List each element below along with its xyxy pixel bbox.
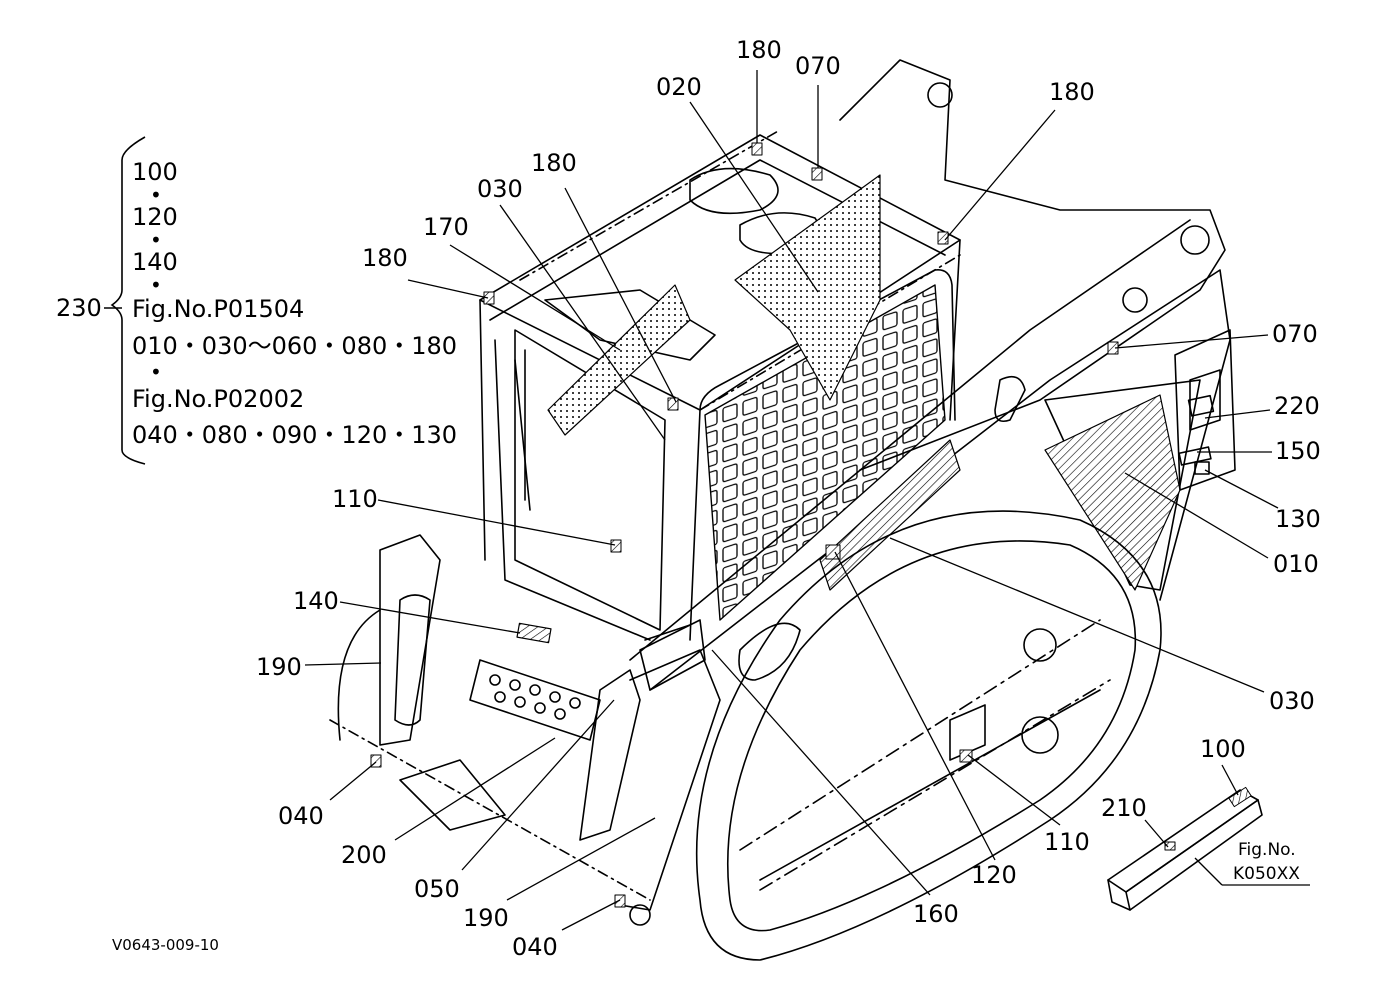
separator-dot: • bbox=[150, 360, 162, 384]
callout-030-right: 030 bbox=[1269, 687, 1315, 715]
decal-030-windshield bbox=[547, 284, 691, 436]
callout-160: 160 bbox=[913, 900, 959, 928]
callout-190-left: 190 bbox=[256, 653, 302, 681]
callout-030-top: 030 bbox=[477, 175, 523, 203]
callout-040-bottom: 040 bbox=[512, 933, 558, 961]
group-item-100: 100 bbox=[132, 158, 178, 186]
separator-dot: • bbox=[150, 228, 162, 252]
callout-070-right: 070 bbox=[1272, 320, 1318, 348]
callout-110-left: 110 bbox=[332, 485, 378, 513]
callout-120: 120 bbox=[971, 861, 1017, 889]
callout-200: 200 bbox=[341, 841, 387, 869]
callout-220: 220 bbox=[1274, 392, 1320, 420]
loader-front bbox=[329, 534, 801, 926]
inset-fig-label: Fig.No. bbox=[1238, 840, 1296, 860]
leader-lines bbox=[304, 70, 1310, 931]
callout-010: 010 bbox=[1273, 550, 1319, 578]
decal-020-roof bbox=[734, 174, 881, 401]
callout-180-mid: 180 bbox=[531, 149, 577, 177]
callout-180-top: 180 bbox=[736, 36, 782, 64]
decal-030-arm bbox=[819, 439, 961, 591]
separator-dot: • bbox=[150, 273, 162, 297]
callout-150: 150 bbox=[1275, 437, 1321, 465]
callout-190-bottom: 190 bbox=[463, 904, 509, 932]
callout-210: 210 bbox=[1101, 794, 1147, 822]
group-fig-p01504: Fig.No.P01504 bbox=[132, 295, 305, 323]
inset-rail bbox=[1107, 786, 1263, 911]
group-bracket bbox=[104, 136, 146, 465]
group-fig-p02002: Fig.No.P02002 bbox=[132, 385, 305, 413]
callout-020: 020 bbox=[656, 73, 702, 101]
group-parts-p02002: 040・080・090・120・130 bbox=[132, 421, 458, 449]
callout-110-bottom: 110 bbox=[1044, 828, 1090, 856]
group-parts-p01504: 010・030〜060・080・180 bbox=[132, 332, 458, 360]
callout-100: 100 bbox=[1200, 735, 1246, 763]
inset-fig-code: K050XX bbox=[1233, 864, 1300, 884]
callout-130: 130 bbox=[1275, 505, 1321, 533]
callout-180-left: 180 bbox=[362, 244, 408, 272]
callout-070-top: 070 bbox=[795, 52, 841, 80]
callout-180-right: 180 bbox=[1049, 78, 1095, 106]
decal-140 bbox=[516, 622, 552, 644]
callout-040-left: 040 bbox=[278, 802, 324, 830]
separator-dot: • bbox=[150, 183, 162, 207]
decal-010 bbox=[1044, 394, 1181, 591]
callout-230: 230 bbox=[56, 294, 102, 322]
callout-140: 140 bbox=[293, 587, 339, 615]
drawing-code: V0643-009-10 bbox=[112, 936, 219, 954]
track bbox=[695, 510, 1162, 961]
callout-050: 050 bbox=[414, 875, 460, 903]
group-item-120: 120 bbox=[132, 203, 178, 231]
group-item-140: 140 bbox=[132, 248, 178, 276]
callout-170: 170 bbox=[423, 213, 469, 241]
